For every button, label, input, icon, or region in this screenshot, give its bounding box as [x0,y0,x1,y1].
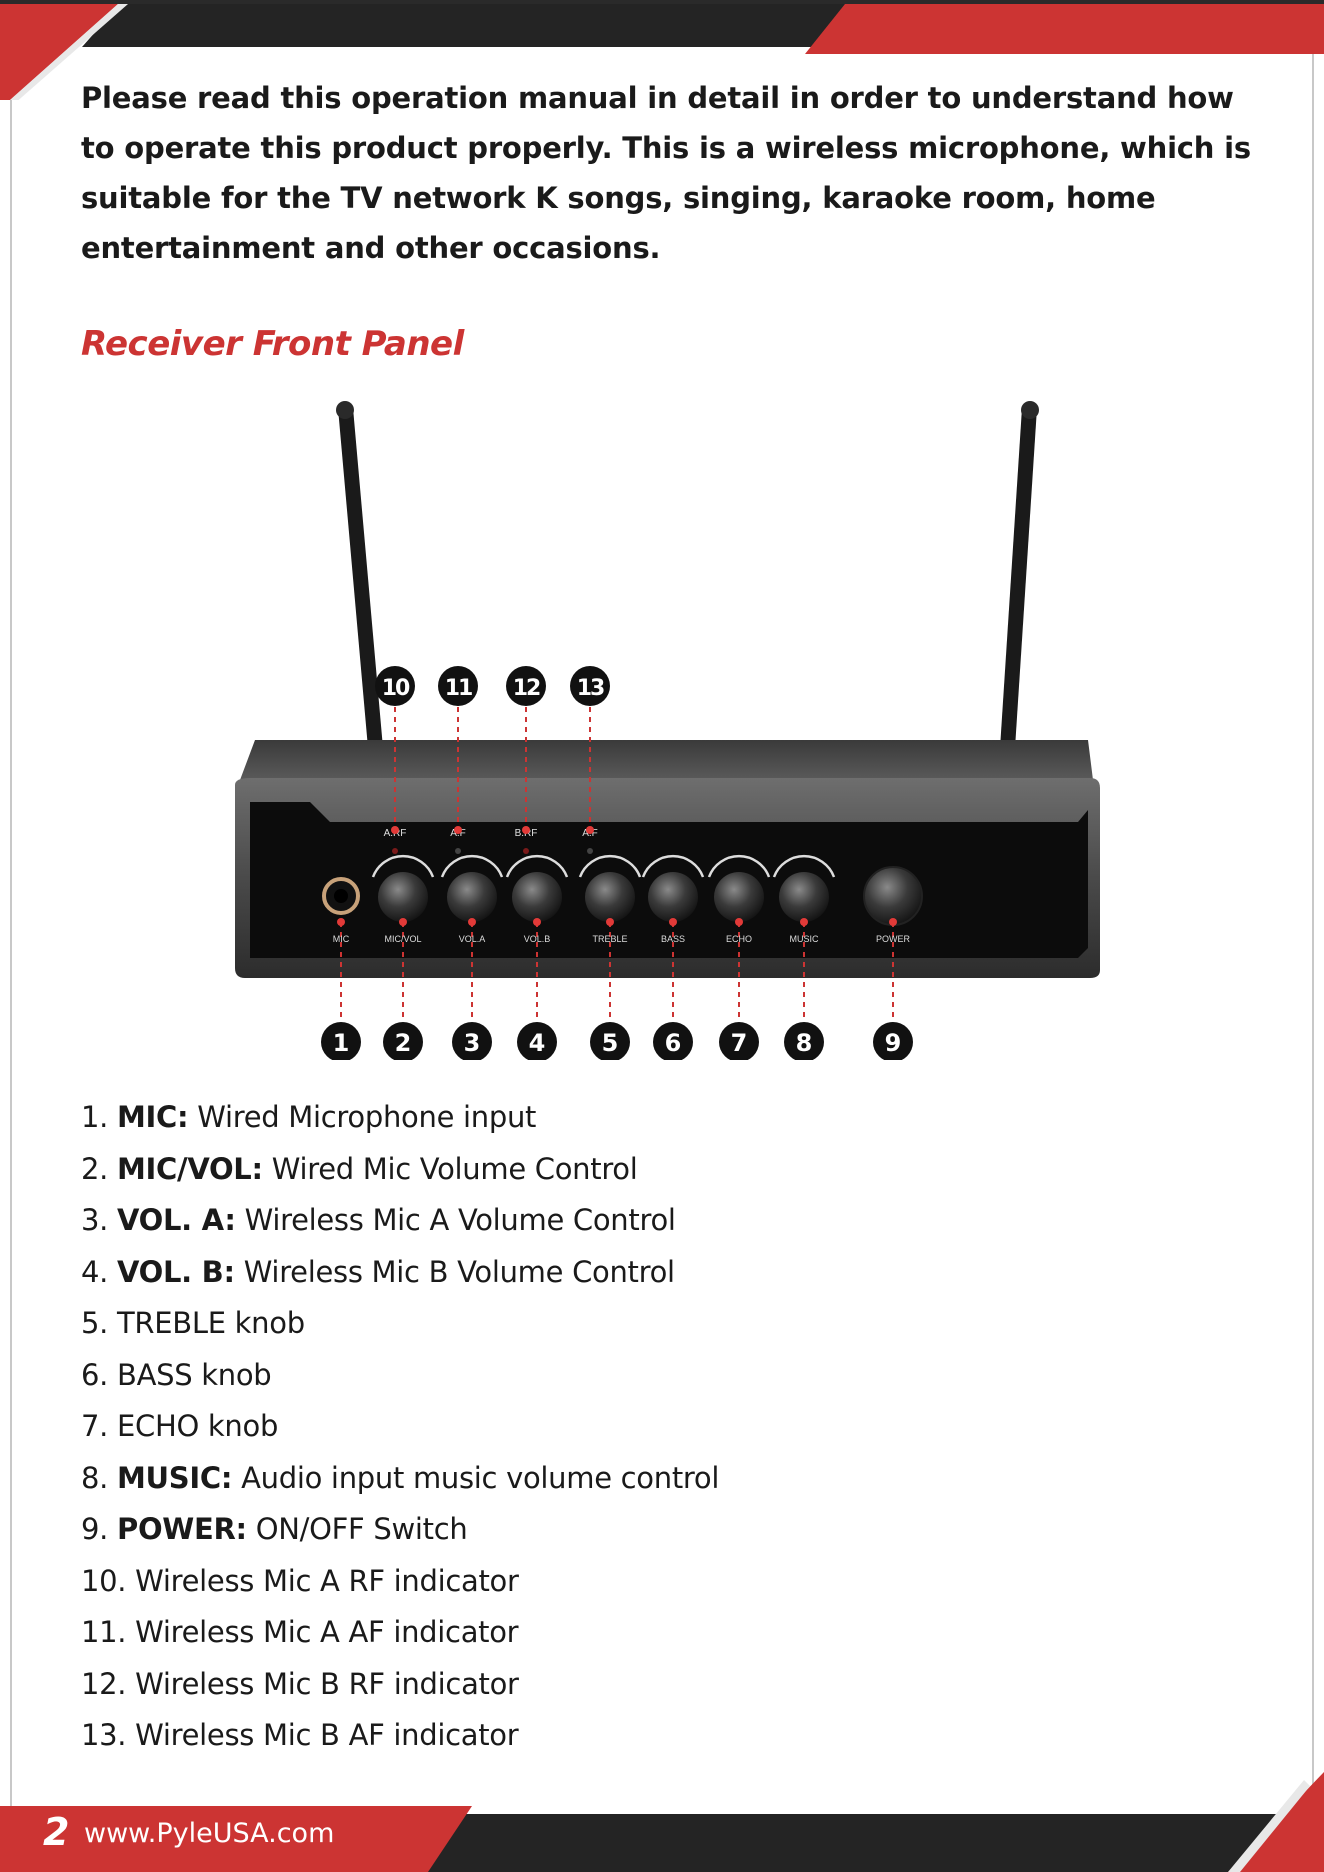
callout-badge: 8 [784,1022,824,1060]
panel-label: MIC [333,934,350,944]
left-antenna [336,401,383,748]
right-antenna [1000,401,1039,748]
svg-text:7: 7 [731,1029,748,1057]
list-item: 12. Wireless Mic B RF indicator [81,1666,519,1701]
svg-text:3: 3 [464,1029,481,1057]
footer-website-link[interactable]: www.PyleUSA.com [84,1818,335,1849]
af-b-indicator-dot [586,826,594,834]
list-item: 8. MUSIC: Audio input music volume contr… [81,1460,720,1495]
list-item: 4. VOL. B: Wireless Mic B Volume Control [81,1254,675,1289]
panel-label: TREBLE [592,934,627,944]
callout-badge: 10 [375,666,415,706]
list-item: 6. BASS knob [81,1357,272,1392]
svg-text:5: 5 [602,1029,619,1057]
svg-text:12: 12 [513,676,540,701]
callout-badge: 1 [321,1022,361,1060]
svg-text:10: 10 [382,676,410,701]
knob-mic-vol [371,854,435,922]
knob-treble [578,854,642,922]
list-item: 2. MIC/VOL: Wired Mic Volume Control [81,1151,638,1186]
callout-badge: 7 [719,1022,759,1060]
svg-text:13: 13 [577,676,604,701]
svg-text:8: 8 [796,1029,813,1057]
list-item: 9. POWER: ON/OFF Switch [81,1512,468,1546]
list-item: 1. MIC: Wired Microphone input [81,1100,537,1134]
feature-list: 1. MIC: Wired Microphone input 2. MIC/VO… [81,1092,719,1762]
knob-echo [707,854,771,922]
knob-music [772,854,836,922]
knob-vol-b [505,854,569,922]
panel-label: MIC/VOL [384,934,421,944]
footer-band [0,1772,1324,1872]
panel-label: BASS [661,934,685,944]
svg-text:1: 1 [333,1029,350,1057]
callout-badge: 12 [506,666,546,706]
receiver-front-panel-figure: A.RF A.F B.RF A.F [235,401,1100,1060]
header-band [0,0,1324,100]
panel-label: VOL.B [524,934,551,944]
knob-bass [641,854,705,922]
svg-text:9: 9 [885,1029,902,1057]
callout-badge: 11 [438,666,478,706]
rf-a-indicator-dot [391,826,399,834]
callout-badge: 5 [590,1022,630,1060]
list-item: 13. Wireless Mic B AF indicator [81,1718,519,1752]
svg-text:6: 6 [665,1029,682,1057]
section-title: Receiver Front Panel [81,324,464,364]
callout-badge: 4 [517,1022,557,1060]
panel-label: MUSIC [790,934,820,944]
list-item: 10. Wireless Mic A RF indicator [81,1563,519,1598]
panel-label: VOL.A [459,934,486,944]
panel-label: POWER [876,934,911,944]
page-border-right [1312,0,1314,1872]
power-switch [863,866,923,926]
svg-text:2: 2 [395,1029,412,1057]
svg-text:11: 11 [445,676,472,701]
list-item: 5. TREBLE knob [81,1306,305,1340]
page-border-left [10,0,12,1872]
callout-badge: 6 [653,1022,693,1060]
list-item: 7. ECHO knob [81,1409,279,1443]
svg-text:4: 4 [529,1029,546,1057]
page-number: 2 [43,1810,70,1854]
list-item: 11. Wireless Mic A AF indicator [81,1615,519,1649]
mic-jack [322,877,360,915]
rf-b-indicator-dot [522,826,530,834]
callout-badge: 9 [873,1022,913,1060]
callout-badge: 13 [570,666,610,706]
af-a-indicator-dot [454,826,462,834]
list-item: 3. VOL. A: Wireless Mic A Volume Control [81,1203,676,1237]
callout-badge: 3 [452,1022,492,1060]
panel-label: ECHO [726,934,752,944]
knob-vol-a [440,854,504,922]
callout-badge: 2 [383,1022,423,1060]
intro-paragraph: Please read this operation manual in det… [81,81,1251,265]
